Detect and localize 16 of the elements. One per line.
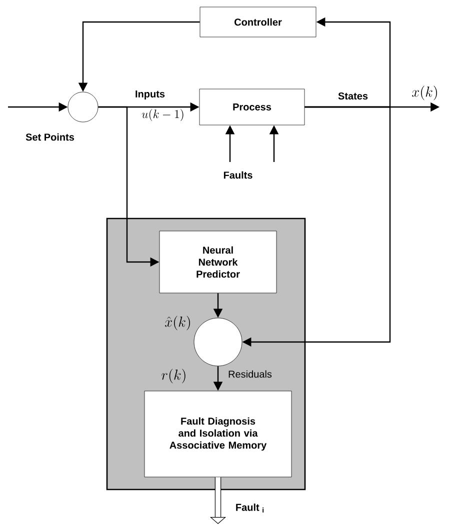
math-label: $\hat{x}(k)$ — [165, 316, 190, 330]
edge-label: States — [338, 92, 368, 100]
math-label: $r(k)$ — [162, 368, 186, 384]
math-label: $x(k)$ — [412, 86, 437, 100]
process-box: Controller — [200, 6, 316, 38]
label: Residuals — [228, 370, 272, 378]
process-box: Process — [199, 88, 305, 126]
process-box: Fault Diagnosis and Isolation via Associative Memory — [144, 390, 292, 478]
summing-circle — [194, 318, 242, 366]
summing-circle — [68, 92, 98, 122]
process-box: Neural Network Predictor — [159, 230, 277, 294]
math-label: $u(k-1)$ — [142, 109, 184, 122]
edge-label: Inputs — [136, 90, 165, 100]
node-caption: Set Points — [26, 133, 74, 141]
label: Faults — [224, 171, 252, 179]
edge-label: Fault $_{i}$ — [236, 504, 264, 512]
